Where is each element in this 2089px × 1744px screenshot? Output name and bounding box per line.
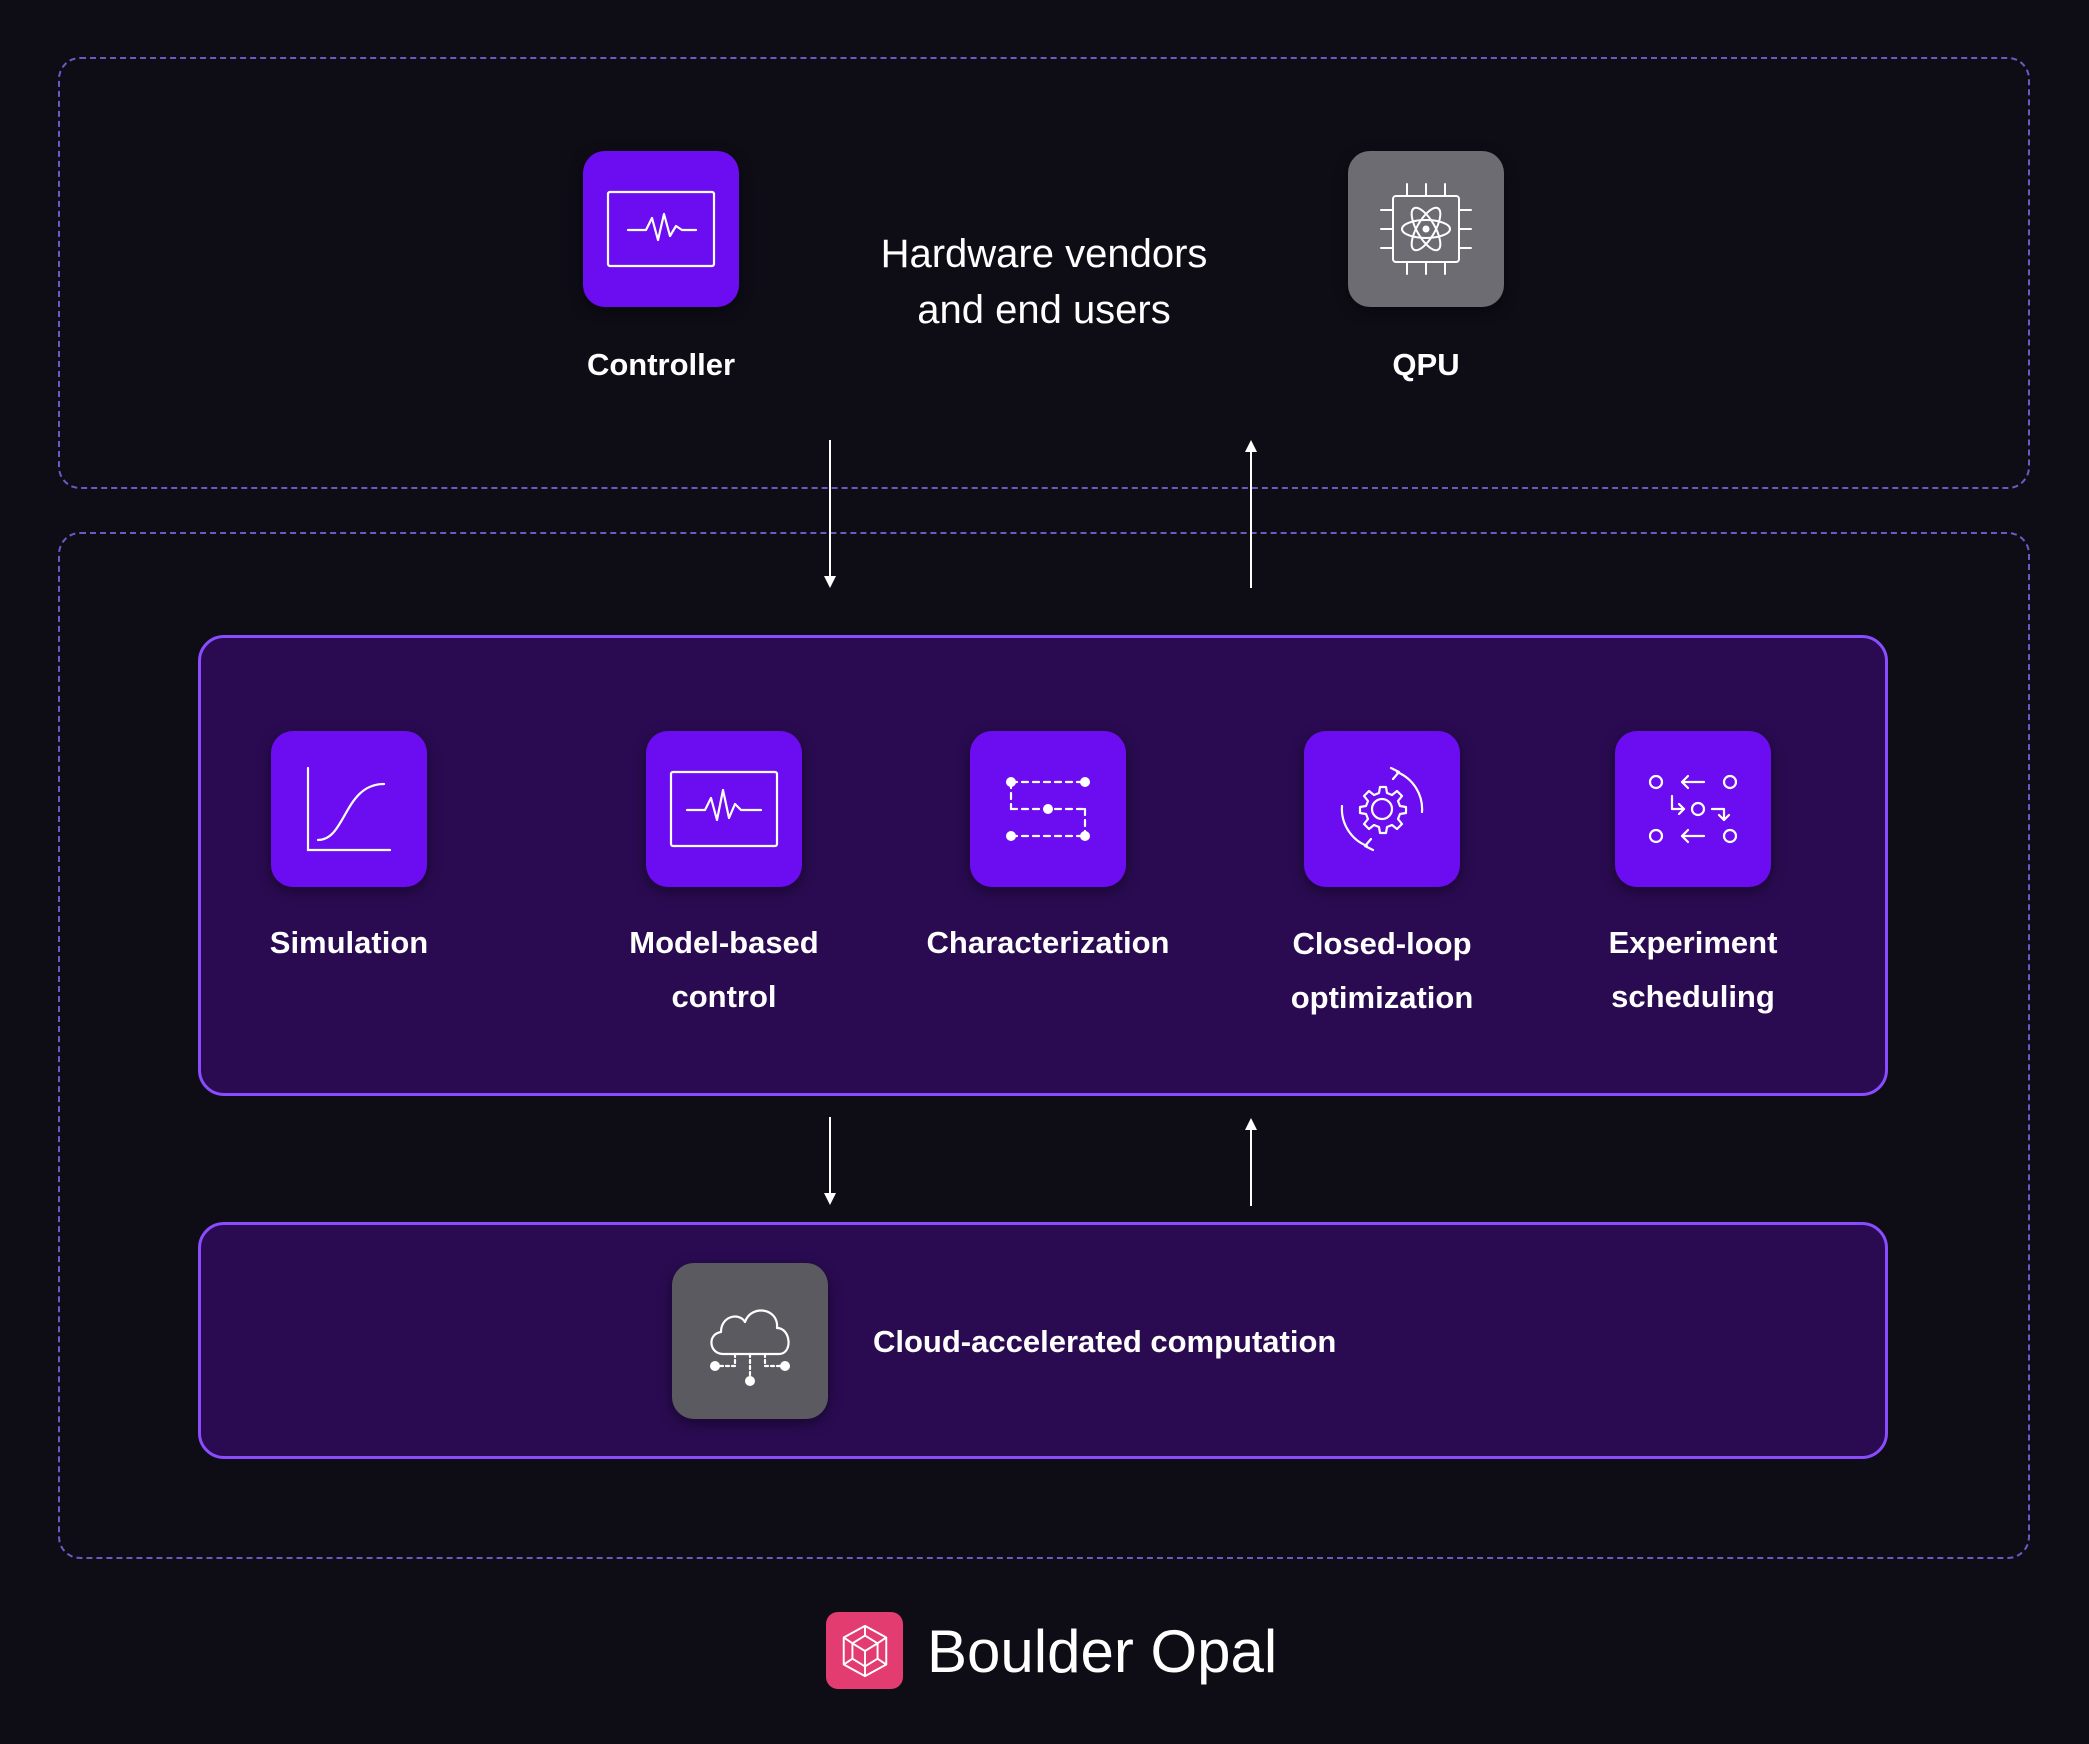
boulder-opal-logo-icon (826, 1612, 903, 1689)
hardware-region (58, 57, 2030, 489)
closed-loop-optimization-label-line1: Closed-loop (1292, 926, 1472, 961)
model-based-control-icon (646, 731, 802, 887)
experiment-scheduling-label: Experiment scheduling (1543, 916, 1843, 1024)
software-region (58, 532, 2030, 1559)
arrow-up-from-compute (1245, 1118, 1257, 1206)
simulation-icon (271, 731, 427, 887)
arrow-down-controller (824, 440, 836, 588)
arrow-up-qpu (1245, 440, 1257, 588)
cloud-computation-icon (672, 1263, 828, 1419)
compute-panel (198, 1222, 1888, 1459)
experiment-scheduling-icon (1615, 731, 1771, 887)
model-based-control-label-line2: control (671, 979, 777, 1014)
model-based-control-label-line1: Model-based (629, 925, 819, 960)
characterization-icon (970, 731, 1126, 887)
closed-loop-optimization-label: Closed-loop optimization (1232, 917, 1532, 1025)
brand-name: Boulder Opal (927, 1618, 1278, 1685)
characterization-label: Characterization (898, 916, 1198, 970)
qpu-label: QPU (1392, 347, 1460, 382)
controller-icon (583, 151, 739, 307)
characterization-label-line1: Characterization (926, 925, 1170, 960)
experiment-scheduling-label-line1: Experiment (1608, 925, 1778, 960)
compute-label: Cloud-accelerated computation (873, 1324, 1337, 1359)
qpu-icon (1348, 151, 1504, 307)
arrow-down-to-compute (824, 1117, 836, 1205)
model-based-control-label: Model-based control (574, 916, 874, 1024)
hardware-title: Hardware vendors and end users (794, 226, 1294, 338)
experiment-scheduling-label-line2: scheduling (1611, 979, 1775, 1014)
simulation-label-line1: Simulation (269, 925, 429, 960)
controller-label: Controller (586, 347, 736, 382)
hardware-title-line1: Hardware vendors (880, 232, 1208, 276)
hardware-title-line2: and end users (917, 288, 1171, 332)
simulation-label: Simulation (199, 916, 499, 970)
closed-loop-optimization-label-line2: optimization (1290, 980, 1474, 1015)
closed-loop-optimization-icon (1304, 731, 1460, 887)
